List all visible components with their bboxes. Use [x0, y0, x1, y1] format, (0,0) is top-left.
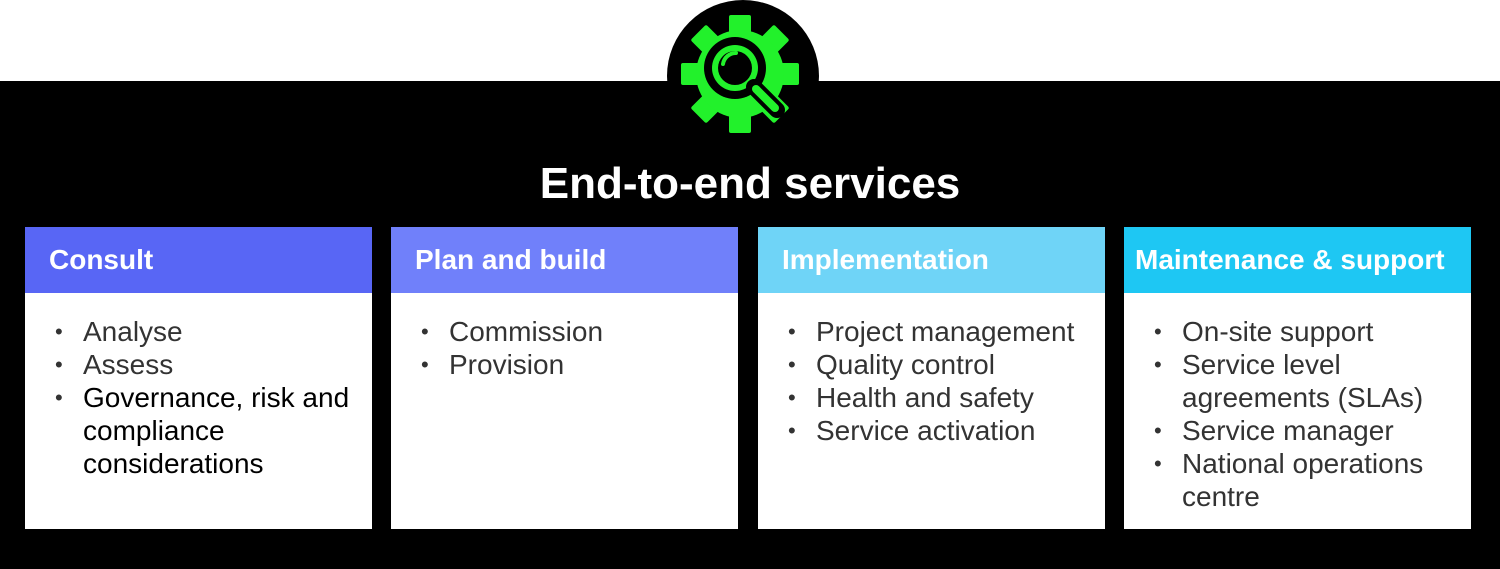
- list-item: Commission: [421, 315, 728, 348]
- list-item: Service level agreements (SLAs): [1154, 348, 1461, 414]
- list-item: Quality control: [788, 348, 1095, 381]
- bullet-list: On-site support Service level agreements…: [1154, 315, 1461, 513]
- page-title: End-to-end services: [539, 159, 961, 208]
- list-item: Project management: [788, 315, 1095, 348]
- card-body: Analyse Assess Governance, risk and comp…: [25, 293, 372, 480]
- list-item: Assess: [55, 348, 362, 381]
- bullet-list: Analyse Assess Governance, risk and comp…: [55, 315, 362, 480]
- list-item: Analyse: [55, 315, 362, 348]
- card-body: Commission Provision: [391, 293, 738, 381]
- card-implementation: Implementation Project management Qualit…: [758, 227, 1105, 529]
- list-item: Health and safety: [788, 381, 1095, 414]
- card-body: Project management Quality control Healt…: [758, 293, 1105, 447]
- list-item: Provision: [421, 348, 728, 381]
- gear-magnifier-icon: [678, 12, 802, 136]
- bullet-list: Commission Provision: [421, 315, 728, 381]
- list-item: Service activation: [788, 414, 1095, 447]
- card-heading: Implementation: [758, 227, 1105, 293]
- card-heading: Plan and build: [391, 227, 738, 293]
- list-item: Service manager: [1154, 414, 1461, 447]
- card-consult: Consult Analyse Assess Governance, risk …: [25, 227, 372, 529]
- bullet-list: Project management Quality control Healt…: [788, 315, 1095, 447]
- card-maintenance-support: Maintenance & support On-site support Se…: [1124, 227, 1471, 529]
- list-item: On-site support: [1154, 315, 1461, 348]
- card-body: On-site support Service level agreements…: [1124, 293, 1471, 513]
- card-heading: Maintenance & support: [1124, 227, 1471, 293]
- list-item: Governance, risk and compliance consider…: [55, 381, 362, 480]
- card-heading: Consult: [25, 227, 372, 293]
- card-plan-and-build: Plan and build Commission Provision: [391, 227, 738, 529]
- list-item: National operations centre: [1154, 447, 1461, 513]
